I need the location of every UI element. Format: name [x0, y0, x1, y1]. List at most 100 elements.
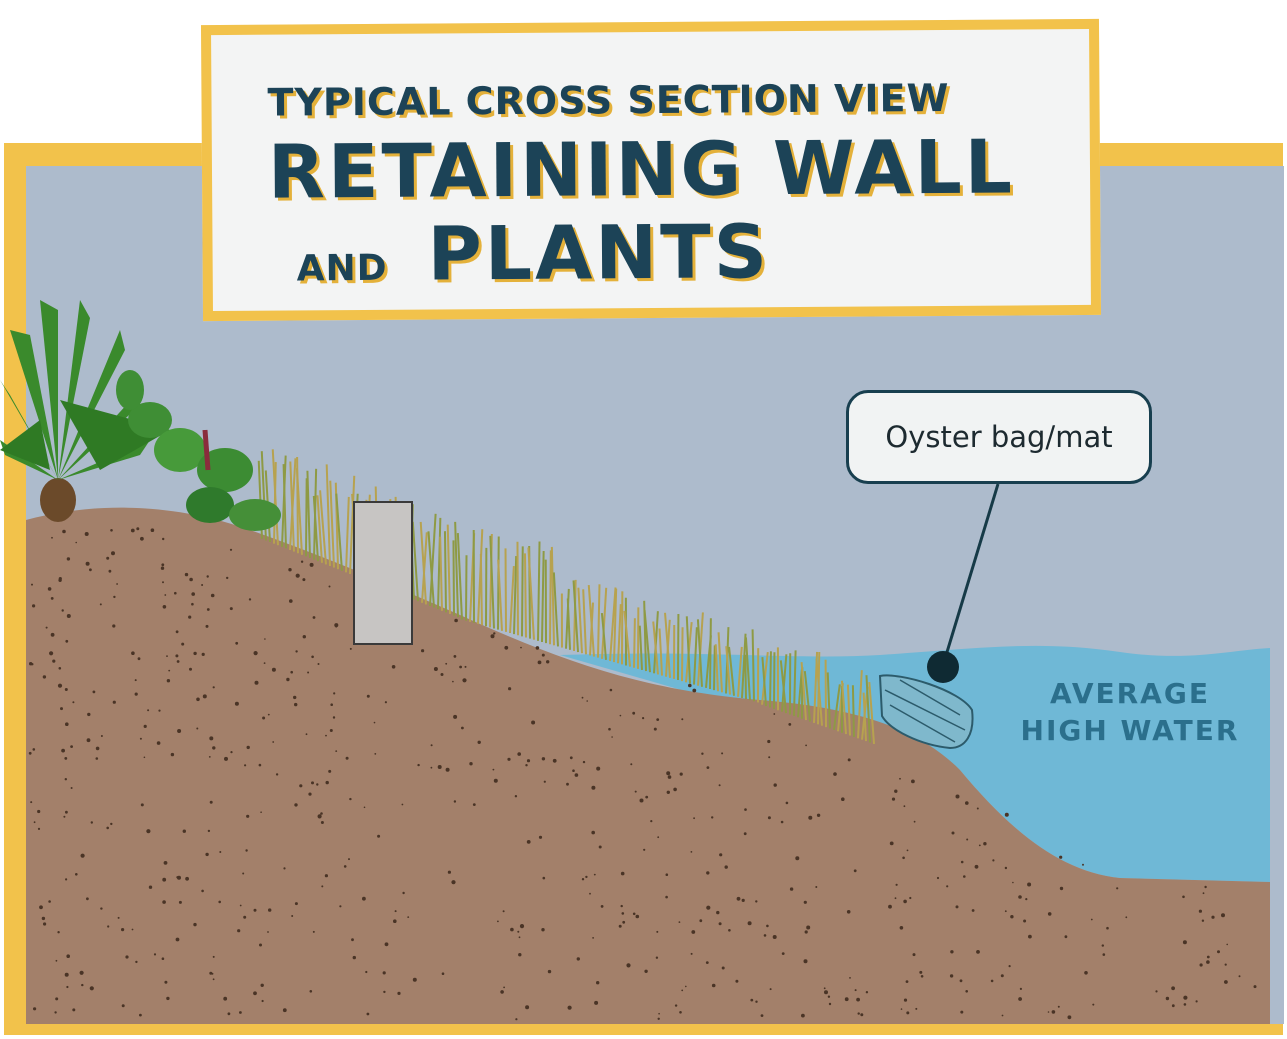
soil-speck [227, 1012, 231, 1016]
soil-speck [679, 1011, 682, 1014]
soil-speck [445, 767, 450, 772]
soil-speck [295, 650, 298, 653]
soil-speck [535, 646, 540, 650]
soil-speck [517, 752, 521, 756]
grass-blade [527, 547, 535, 640]
soil-speck [29, 662, 33, 666]
soil-speck [1047, 912, 1052, 916]
soil-speck [912, 953, 916, 957]
soil-speck [174, 591, 177, 595]
soil-speck [328, 585, 331, 588]
soil-speck [110, 822, 113, 826]
soil-speck [295, 573, 300, 578]
grass-blade [793, 650, 797, 716]
soil-speck [691, 930, 696, 934]
soil-speck [207, 829, 211, 833]
grass-blade [260, 451, 267, 541]
soil-speck [1084, 971, 1088, 975]
grass-blade [537, 541, 541, 641]
soil-speck [747, 921, 752, 926]
soil-speck [906, 1011, 910, 1015]
soil-speck [520, 646, 522, 649]
soil-speck [317, 814, 322, 819]
grass-blade [513, 556, 518, 635]
soil-speck [854, 989, 857, 992]
soil-speck [243, 915, 247, 919]
grass-blade [868, 681, 875, 744]
soil-speck [224, 756, 228, 761]
soil-speck [1202, 892, 1205, 895]
soil-speck [1004, 812, 1009, 817]
grass-blade [427, 531, 435, 608]
soil-speck [176, 660, 180, 663]
soil-speck [417, 763, 420, 767]
soil-speck [31, 583, 33, 586]
soil-speck [846, 910, 851, 914]
soil-speck [162, 605, 167, 609]
grass-blade [566, 598, 571, 650]
soil-speck [90, 821, 94, 824]
soil-speck [139, 1013, 142, 1017]
soil-speck [254, 680, 259, 685]
soil-speck [673, 787, 677, 792]
soil-speck [632, 711, 636, 715]
soil-speck [1116, 887, 1119, 890]
soil-speck [780, 820, 784, 824]
soil-speck [693, 817, 695, 820]
soil-speck [600, 905, 604, 908]
soil-speck [453, 714, 458, 719]
title-box: TYPICAL CROSS SECTION VIEW RETAINING WAL… [200, 18, 1102, 322]
soil-speck [246, 745, 250, 750]
soil-speck [164, 980, 168, 984]
soil-speck [895, 883, 898, 886]
soil-speck [650, 820, 653, 823]
grass-blade [572, 580, 579, 653]
soil-speck [621, 912, 625, 915]
grass-blade [728, 646, 735, 696]
grass-blade [271, 449, 279, 546]
grass-blade [429, 513, 437, 607]
soil-speck [272, 741, 275, 743]
soil-speck [492, 768, 495, 771]
soil-speck [28, 751, 32, 755]
soil-speck [903, 899, 907, 904]
soil-speck [189, 577, 193, 582]
soil-speck [66, 985, 69, 989]
soil-speck [903, 998, 908, 1002]
soil-speck [65, 722, 69, 726]
soil-speck [576, 957, 580, 961]
soil-speck [166, 655, 168, 657]
soil-speck [525, 764, 528, 767]
soil-speck [719, 853, 723, 857]
soil-speck [143, 724, 147, 729]
soil-speck [365, 970, 368, 974]
soil-speck [242, 872, 245, 875]
soil-speck [493, 778, 498, 783]
soil-speck [50, 632, 55, 637]
soil-speck [196, 727, 199, 730]
grass-blade [325, 464, 331, 567]
soil-speck [701, 752, 704, 755]
grass-blade [319, 490, 327, 565]
soil-speck [100, 735, 103, 737]
soil-speck [212, 978, 215, 981]
soil-speck [1211, 915, 1215, 919]
soil-speck [30, 801, 33, 804]
soil-speck [452, 680, 454, 683]
soil-speck [586, 700, 588, 702]
grass-blade [744, 637, 751, 701]
soil-speck [665, 873, 669, 876]
soil-speck [959, 979, 963, 983]
grass-blade [781, 654, 788, 712]
soil-speck [685, 985, 687, 988]
grass-blade [813, 651, 819, 723]
grass-blade [709, 618, 712, 690]
soil-speck [153, 953, 157, 956]
soil-speck [33, 821, 36, 824]
soil-speck [110, 529, 113, 532]
soil-speck [329, 729, 333, 732]
soil-speck [666, 771, 671, 776]
soil-speck [176, 876, 179, 879]
soil-speck [223, 996, 228, 1001]
soil-speck [911, 779, 915, 784]
